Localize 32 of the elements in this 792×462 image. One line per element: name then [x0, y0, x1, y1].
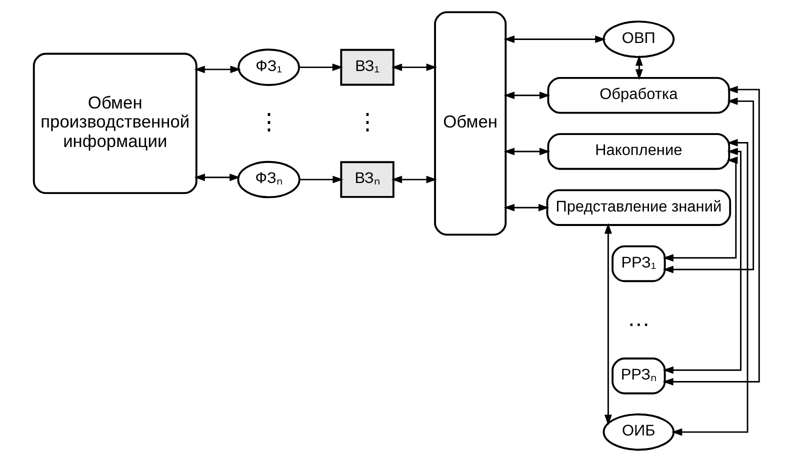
arrow [194, 174, 240, 182]
node-box: Обработка [546, 76, 730, 114]
arrow [604, 223, 612, 426]
arrow [503, 36, 606, 43]
label: … [626, 304, 650, 331]
arrow [662, 97, 754, 274]
arrow [671, 139, 748, 436]
arrow [503, 92, 550, 100]
arrow [503, 204, 549, 212]
label: ⋮ [355, 108, 378, 134]
arrow [298, 64, 343, 72]
node-ellipse: ОВП [602, 20, 674, 58]
arrow [194, 66, 240, 74]
node-ellipse: ФЗ₁ [237, 48, 300, 86]
node-box: Представление знаний [546, 189, 731, 226]
node-box: Накопление [546, 133, 730, 170]
node-box: ВЗₙ [340, 161, 394, 198]
node-box: Обмен производственной информации [32, 52, 197, 194]
node-ellipse: ФЗₙ [236, 160, 300, 198]
node-box: РРЗ₁ [611, 245, 666, 282]
node-box: ВЗ₁ [340, 48, 394, 86]
arrow [662, 86, 760, 386]
arrow [390, 64, 436, 72]
label: ⋮ [256, 108, 280, 134]
arrow [299, 176, 343, 184]
arrow [503, 148, 550, 156]
node-box: Обмен [434, 11, 506, 236]
arrow [662, 148, 741, 374]
arrow [634, 55, 642, 80]
node-box: РРЗₙ [611, 358, 666, 394]
arrow [662, 156, 738, 262]
arrow [390, 176, 436, 184]
